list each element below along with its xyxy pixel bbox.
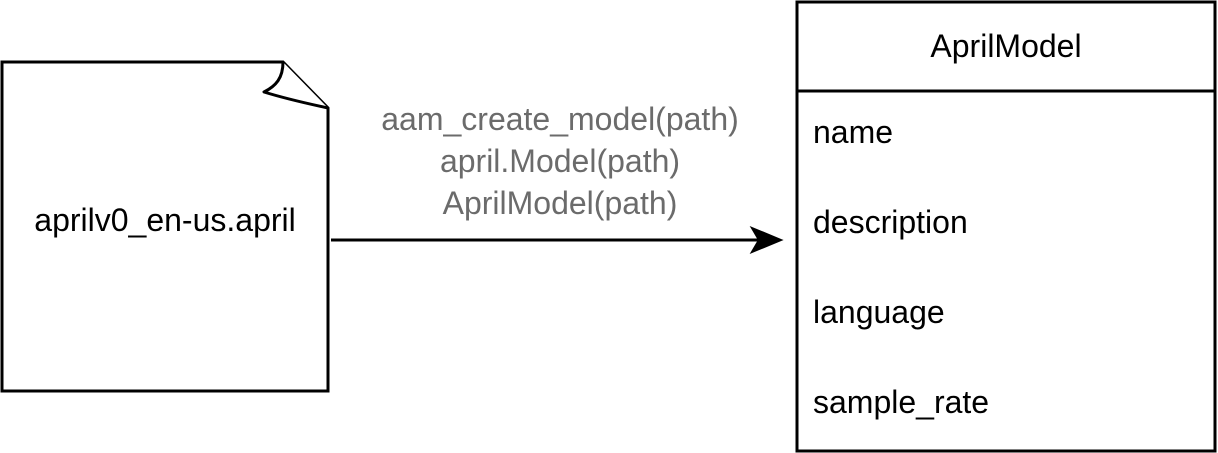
folded-corner-icon <box>262 61 329 110</box>
class-field-language: language <box>813 294 945 330</box>
arrowhead-icon <box>749 225 784 255</box>
file-name-label: aprilv0_en-us.april <box>34 202 296 238</box>
connector-label-create-model: aam_create_model(path) <box>381 101 739 137</box>
connector-label-april-model: april.Model(path) <box>439 143 681 179</box>
connector-labels: aam_create_model(path) april.Model(path)… <box>340 98 780 224</box>
class-field-sample-rate: sample_rate <box>813 384 990 420</box>
class-title: AprilModel <box>930 27 1082 64</box>
connector-arrow[interactable] <box>331 225 784 255</box>
class-field-description: description <box>813 204 968 240</box>
class-field-name: name <box>813 114 894 150</box>
file-document-shape[interactable] <box>0 60 330 393</box>
connector-label-aprilmodel-ctor: AprilModel(path) <box>442 185 678 221</box>
class-box[interactable] <box>795 0 1217 453</box>
